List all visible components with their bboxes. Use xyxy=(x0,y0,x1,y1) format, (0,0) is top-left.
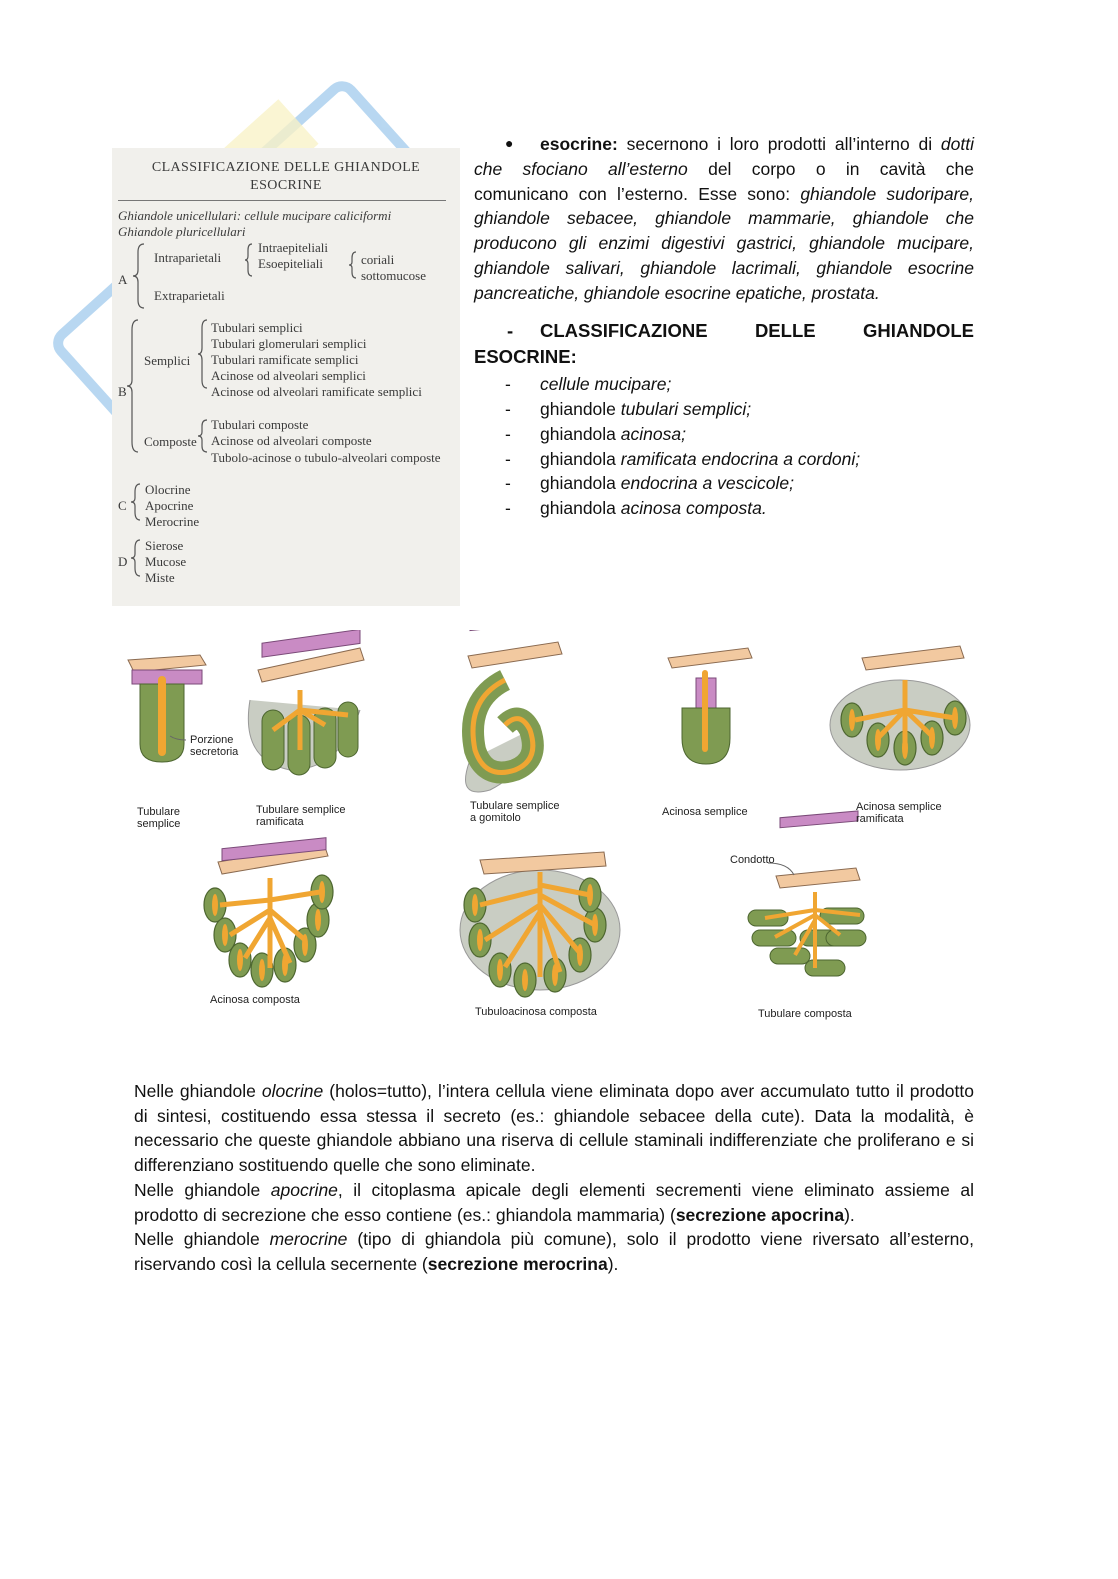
scan-label-a: A xyxy=(118,272,128,287)
caption-tubulare-semplice-1: Tubulare xyxy=(137,806,181,818)
scan-title-line1: CLASSIFICAZIONE DELLE GHIANDOLE xyxy=(151,160,421,175)
gland-tubulare-gomitolo xyxy=(462,630,563,793)
scan-semplici: Semplici xyxy=(144,353,191,368)
gland-acinosa-semplice xyxy=(667,647,753,765)
paragraph-merocrine: Nelle ghiandole merocrine (tipo di ghian… xyxy=(134,1229,974,1274)
eso-line-3: comunicano con l’esterno. Esse sono: ghi… xyxy=(474,183,974,204)
scan-braces xyxy=(126,243,357,577)
scan-semplici-3: Tubulari ramificate semplici xyxy=(211,352,359,367)
caption-tubulare-composta: Tubulare composta xyxy=(758,1008,852,1020)
scan-esoepiteliali: Esoepiteliali xyxy=(258,256,323,271)
scan-title-line2: ESOCRINE xyxy=(250,178,322,193)
eso-line-2: che sfociano all’esterno del corpo o in … xyxy=(474,158,975,179)
caption-secretoria: secretoria xyxy=(190,746,239,758)
scan-row-pluricellulari: Ghiandole pluricellulari xyxy=(118,224,246,239)
eso-line-1: esocrine: secernono i loro prodotti all’… xyxy=(540,134,974,154)
caption-acinosa-composta: Acinosa composta xyxy=(210,994,300,1006)
gland-acinosa-ramificata xyxy=(829,645,971,771)
eso-line-6: ghiandole salivari, ghiandole lacrimali,… xyxy=(474,257,974,278)
scan-d-1: Sierose xyxy=(145,538,184,553)
gland-tubulare-ramificata xyxy=(247,630,365,776)
scan-d-2: Mucose xyxy=(145,554,187,569)
caption-tubulare-semplice-2: semplice xyxy=(137,818,181,830)
scan-c-2: Apocrine xyxy=(145,498,194,513)
scan-label-d: D xyxy=(118,554,128,569)
scan-intraepiteliali: Intraepiteliali xyxy=(258,240,329,255)
eso-line-4: ghiandole sebacee, ghiandole mammarie, g… xyxy=(474,208,974,229)
scan-semplici-4: Acinose od alveolari semplici xyxy=(211,368,366,383)
gland-tubuloacinosa-composta xyxy=(459,851,621,998)
scan-c-3: Merocrine xyxy=(145,514,200,529)
eso-line-5: producono gli enzimi digestivi gastrici,… xyxy=(474,233,974,254)
classification-dash: - xyxy=(507,320,514,341)
bullet-icon: ● xyxy=(505,135,514,151)
scan-composte: Composte xyxy=(144,434,197,449)
scan-sottomucose: sottomucose xyxy=(361,268,426,283)
scan-d-3: Miste xyxy=(145,570,175,585)
caption-tubulare-ramificata-1: Tubulare semplice xyxy=(256,804,346,816)
caption-porzione: Porzione xyxy=(190,734,234,746)
scan-row-unicellulari: Ghiandole unicellulari: cellule mucipare… xyxy=(118,208,392,223)
caption-acinosa-semplice: Acinosa semplice xyxy=(662,806,748,818)
scan-label-b: B xyxy=(118,384,127,399)
scan-semplici-1: Tubulari semplici xyxy=(211,320,303,335)
eso-line-7: pancreatiche, ghiandole esocrine epatich… xyxy=(474,282,880,303)
caption-tubulare-ramificata-2: ramificata xyxy=(256,816,304,828)
gland-tubulare-semplice xyxy=(127,654,207,763)
scan-intraparietali: Intraparietali xyxy=(154,250,222,265)
caption-tubulare-gomitolo-2: a gomitolo xyxy=(470,812,521,824)
caption-tubuloacinosa: Tubuloacinosa composta xyxy=(475,1006,597,1018)
gland-tubulare-composta xyxy=(747,810,867,977)
caption-condotto: Condotto xyxy=(730,854,775,866)
paragraph-apocrine: Nelle ghiandole apocrine, il citoplasma … xyxy=(134,1180,974,1225)
scan-coriali: coriali xyxy=(361,252,395,267)
scan-semplici-5: Acinose od alveolari ramificate semplici xyxy=(211,384,422,399)
gland-types-figure xyxy=(127,630,971,998)
paragraph-olocrine: Nelle ghiandole olocrine (holos=tutto), … xyxy=(134,1081,974,1175)
scan-c-1: Olocrine xyxy=(145,482,191,497)
scan-semplici-2: Tubulari glomerulari semplici xyxy=(211,336,367,351)
scan-label-c: C xyxy=(118,498,127,513)
scan-composte-3: Tubolo-acinose o tubulo-alveolari compos… xyxy=(211,450,441,465)
gland-acinosa-composta xyxy=(203,837,334,988)
classification-table-scan: CLASSIFICAZIONE DELLE GHIANDOLE ESOCRINE… xyxy=(112,148,460,606)
caption-acinosa-ramificata-1: Acinosa semplice xyxy=(856,801,942,813)
scan-divider xyxy=(118,200,446,201)
scan-composte-2: Acinose od alveolari composte xyxy=(211,433,372,448)
caption-acinosa-ramificata-2: ramificata xyxy=(856,813,904,825)
scan-composte-1: Tubulari composte xyxy=(211,417,309,432)
caption-tubulare-gomitolo-1: Tubulare semplice xyxy=(470,800,560,812)
classification-heading-line1: CLASSIFICAZIONE DELLE GHIANDOLE xyxy=(540,320,974,341)
scan-extraparietali: Extraparietali xyxy=(154,288,225,303)
esocrine-paragraph: esocrine: secernono i loro prodotti all’… xyxy=(474,132,974,306)
classification-heading-line2: ESOCRINE: xyxy=(474,346,577,367)
